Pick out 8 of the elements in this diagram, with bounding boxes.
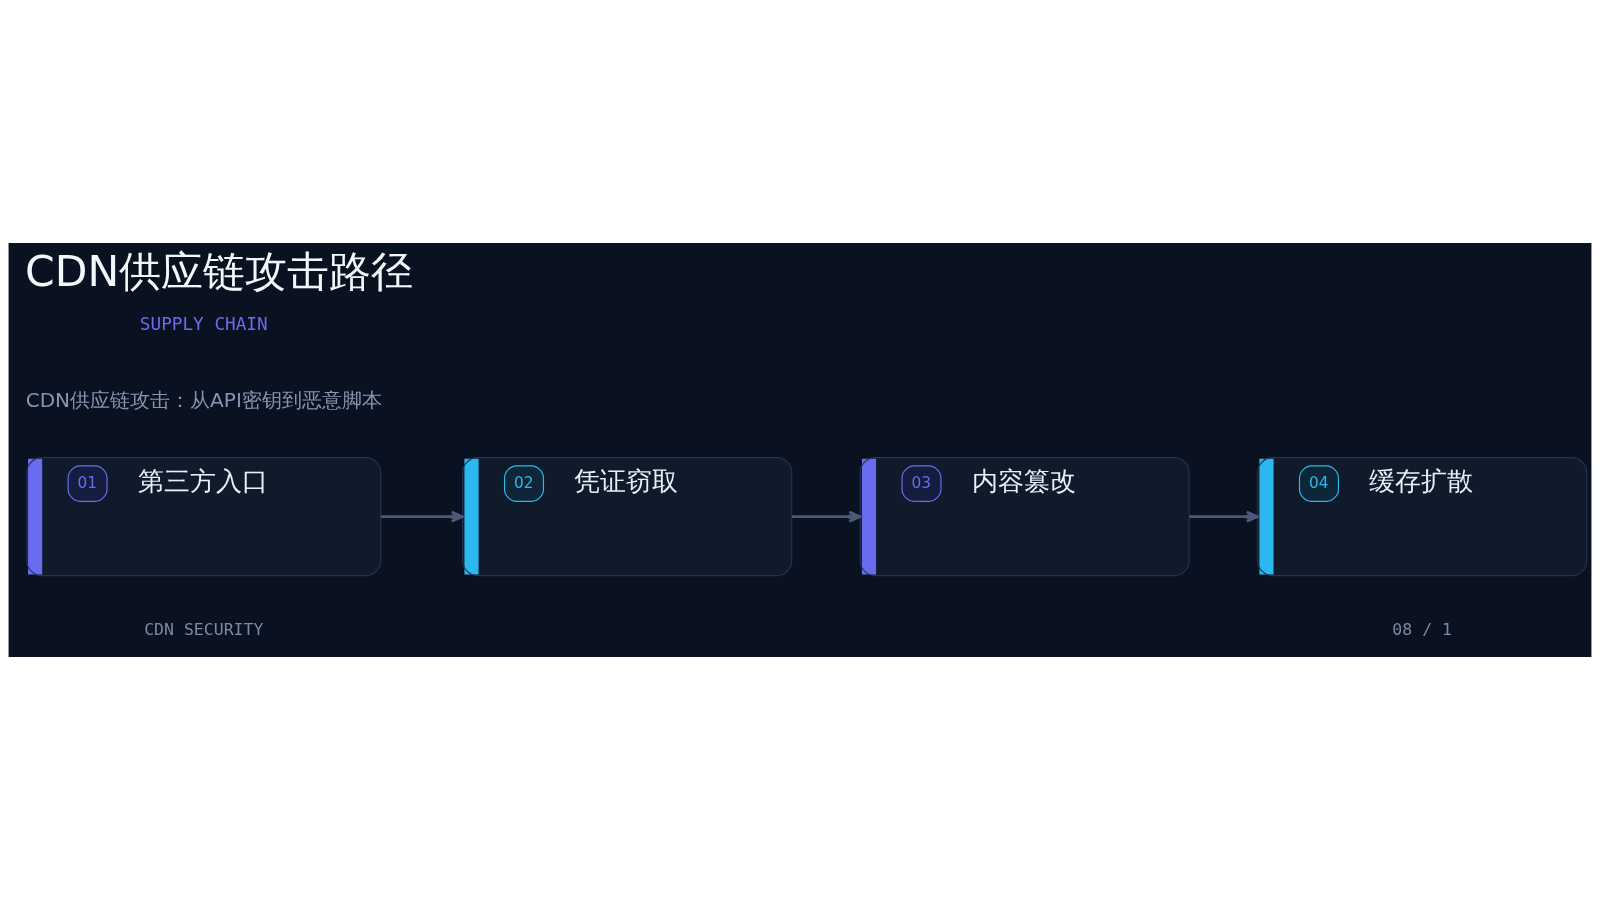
arrow <box>1189 510 1259 523</box>
arrow <box>791 510 862 523</box>
label: 08 / 1 <box>1392 620 1452 640</box>
arrow <box>380 510 464 523</box>
label: SUPPLY CHAIN <box>139 313 268 334</box>
label: CDN供应链攻击：从API密钥到恶意脚本 <box>25 388 382 413</box>
label: CDN SECURITY <box>144 620 264 640</box>
diagram-title: CDN供应链攻击路径 <box>25 247 414 297</box>
